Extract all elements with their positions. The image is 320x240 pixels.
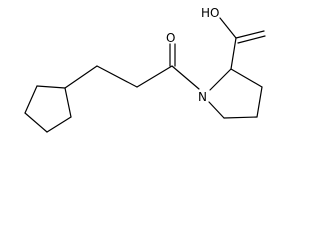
bond-chain-2: [96, 65, 138, 88]
atom-label-hydroxyl: HO: [201, 6, 219, 20]
cyclopentane-ring: [24, 85, 72, 133]
bond-pyr-1: [209, 68, 232, 91]
bond-pyr-3: [256, 86, 263, 118]
bond-acid-co-a: [235, 30, 265, 39]
atom-label-carbonyl-oxygen: O: [166, 31, 175, 45]
propanoyl-chain: [64, 65, 200, 90]
bond-cp-5: [24, 85, 38, 114]
bond-pyr-2: [230, 68, 263, 88]
bond-carbonyl-to-n: [171, 65, 200, 90]
bond-acid-alpha: [230, 37, 237, 70]
bond-pyr-5: [208, 101, 225, 119]
bond-pyr-4: [223, 116, 258, 119]
bond-acid-co-b: [237, 35, 266, 44]
bond-cp-4: [24, 112, 48, 133]
structure-canvas: HO O N: [24, 6, 266, 133]
bond-cp-3: [46, 116, 72, 133]
bond-cp-1: [36, 85, 66, 89]
bond-acid-oh: [219, 17, 237, 39]
bond-chain-3: [136, 65, 173, 88]
carboxylic-acid-group: [219, 17, 266, 70]
bond-cp-2: [64, 87, 72, 118]
chemical-structure: HO O N: [24, 6, 266, 133]
atom-label-nitrogen: N: [198, 90, 207, 104]
carbonyl-double-bond: [169, 43, 176, 67]
pyrrolidine-ring: [208, 68, 263, 119]
bond-chain-1: [64, 65, 98, 89]
